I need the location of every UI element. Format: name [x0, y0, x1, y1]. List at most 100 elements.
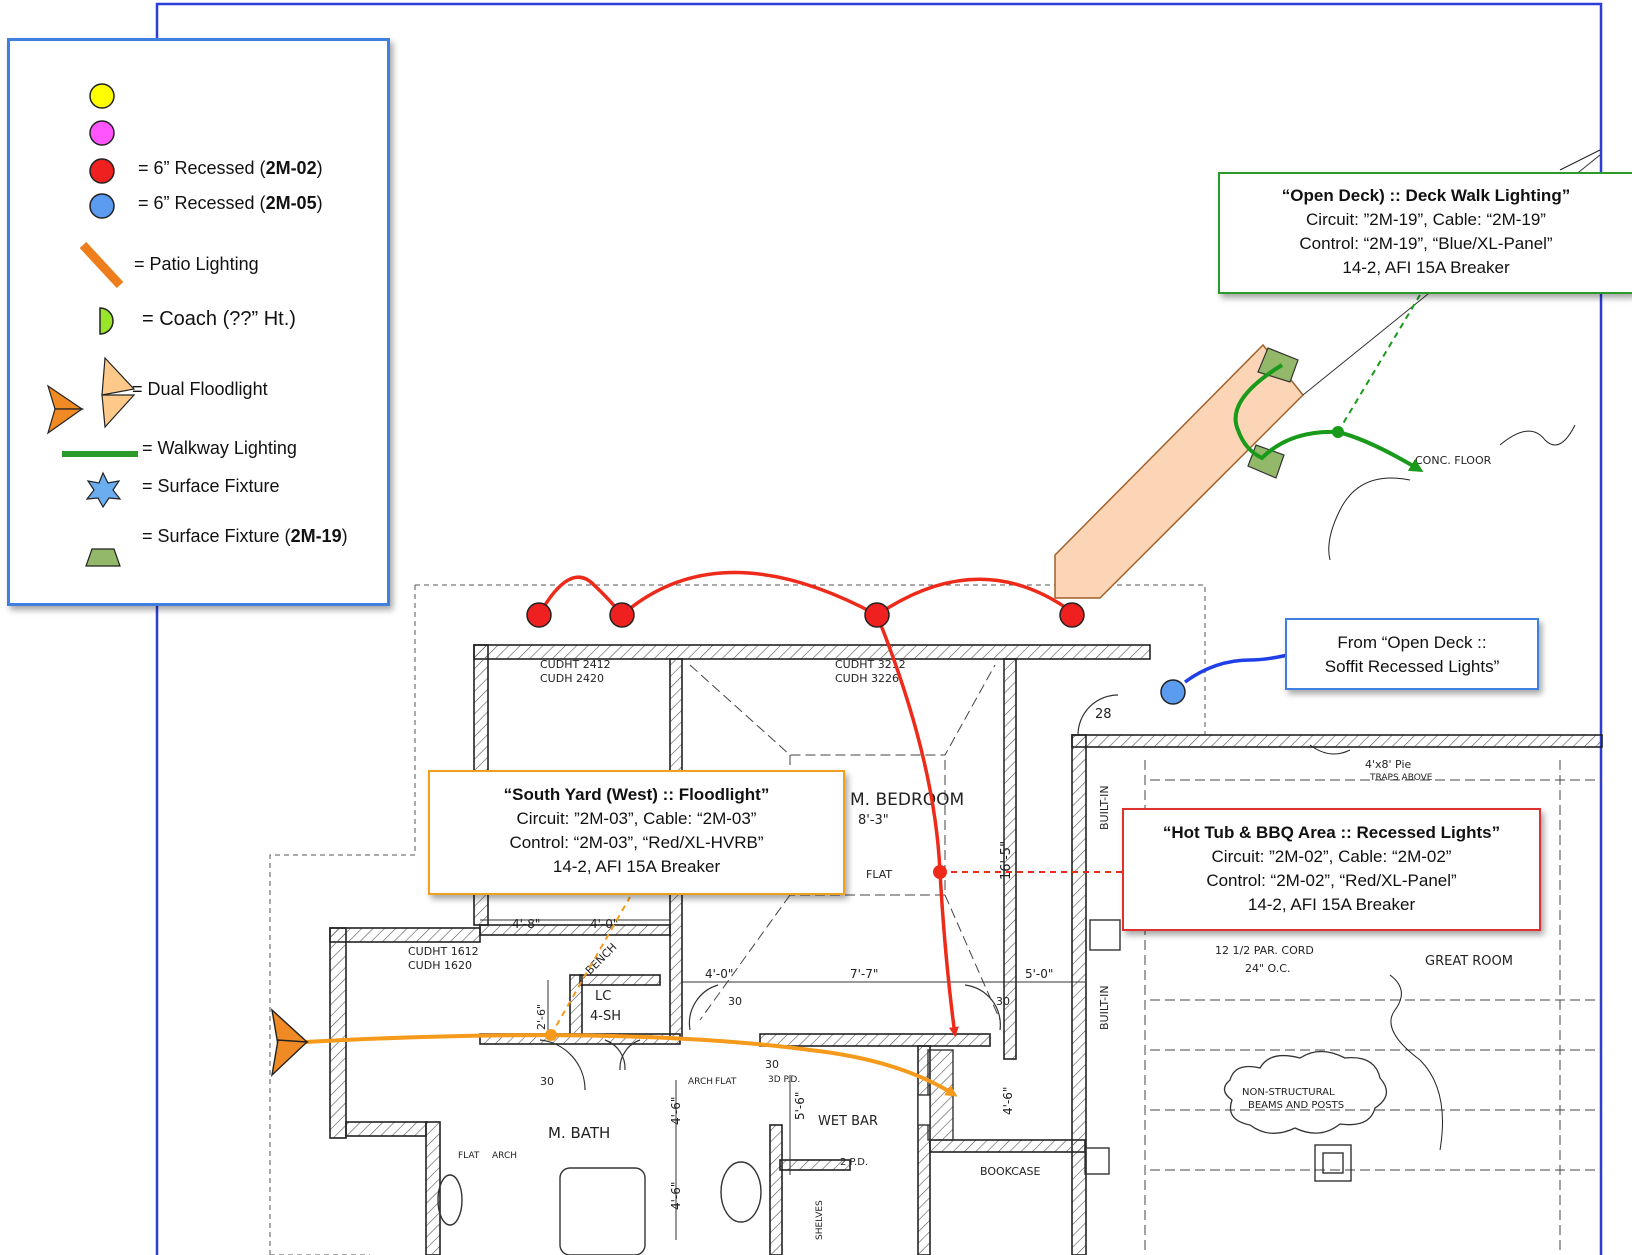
yellow-circle-icon — [89, 83, 115, 109]
legend-item-dual-floodlight: = Dual Floodlight — [132, 379, 268, 400]
surface-fixture-2m19 — [1247, 444, 1285, 479]
page-frame — [155, 2, 1603, 1255]
coach-half-circle-icon — [99, 307, 114, 335]
roof-line — [269, 584, 1206, 1255]
callout-line: 14-2, AFI 15A Breaker — [1247, 895, 1416, 914]
green-leader — [1337, 294, 1421, 433]
blue-circle-icon — [89, 193, 115, 219]
recessed-feed — [875, 614, 959, 1037]
recessed-circuit — [537, 570, 1074, 618]
plan-label: 16'-5" — [999, 841, 1014, 880]
plan-label: 4'-6" — [1001, 1087, 1015, 1115]
walkway-circuit — [1233, 363, 1424, 473]
plan-label: SHELVES — [815, 1200, 825, 1240]
callout-line: From “Open Deck :: — [1337, 633, 1487, 652]
plan-label: FLAT — [715, 1077, 737, 1087]
non-structural-cloud — [1223, 1050, 1387, 1134]
plan-label: 4'-0" — [705, 967, 733, 981]
plan-label: CUDH 1620 — [408, 959, 472, 972]
plan-label: WET BAR — [818, 1114, 878, 1129]
plan-label: 30 — [765, 1058, 779, 1071]
legend-text: = Surface Fixture — [142, 476, 280, 496]
legend-item-patio: = Patio Lighting — [134, 254, 259, 275]
legend: = 6” Recessed (2M-02) = 6” Recessed (2M-… — [7, 38, 390, 606]
legend-text: = Walkway Lighting — [142, 438, 297, 458]
dual-floodlight-icon — [46, 356, 136, 435]
callout-line: Control: “2M-03”, “Red/XL-HVRB” — [509, 833, 764, 852]
walls — [329, 644, 1603, 1255]
plan-label: 8'-3" — [858, 813, 889, 828]
plan-label: 4'x8' Pie — [1365, 758, 1411, 771]
callout-line: Soffit Recessed Lights” — [1324, 657, 1500, 676]
legend-item-recessed-2m05: = 6” Recessed (2M-05) — [138, 193, 323, 214]
bedroom-label: M. BEDROOM — [850, 790, 964, 810]
plan-label: 4-SH — [590, 1009, 621, 1024]
patio-deck — [1054, 343, 1305, 599]
soffit-feed — [1183, 647, 1304, 684]
plan-label: 28 — [1095, 707, 1112, 722]
plan-label: 2'-6" — [535, 1004, 548, 1030]
plan-label: 12 1/2 PAR. CORD — [1215, 944, 1314, 957]
callout-line: Circuit: ”2M-03”, Cable: “2M-03” — [516, 809, 757, 828]
plan-label: CUDHT 1612 — [408, 945, 479, 958]
trapezoid-icon — [85, 548, 121, 567]
plan-label: CUDH 3226 — [835, 672, 899, 685]
plan-label: 4'-6" — [669, 1097, 683, 1125]
recessed-lights-2m02 — [526, 602, 1085, 628]
legend-text: = Patio Lighting — [134, 254, 259, 274]
plan-label: 4'-8" — [512, 917, 540, 931]
dimension-lines — [480, 660, 1085, 1240]
plan-label: ARCH — [688, 1077, 713, 1087]
legend-text: = 6” Recessed (2M-02) — [138, 158, 323, 178]
callout-line: 14-2, AFI 15A Breaker — [552, 857, 721, 876]
plan-label: 7'-7" — [850, 967, 878, 981]
fixtures — [437, 919, 1352, 1255]
plan-label: TRAPS ABOVE — [1369, 773, 1433, 783]
star-icon — [85, 471, 122, 509]
plan-label: NON-STRUCTURAL — [1242, 1087, 1335, 1098]
plan-label: BUILT-IN — [1098, 985, 1111, 1030]
red-circle-icon — [89, 158, 115, 184]
callout-soffit: From “Open Deck :: Soffit Recessed Light… — [1285, 618, 1539, 690]
callout-line: Circuit: ”2M-02”, Cable: “2M-02” — [1211, 847, 1452, 866]
door-swings — [539, 694, 1119, 1091]
callout-open-deck: “Open Deck) :: Deck Walk Lighting” Circu… — [1218, 172, 1632, 294]
legend-item-surface: = Surface Fixture — [142, 476, 280, 497]
legend-item-walkway: = Walkway Lighting — [142, 438, 297, 459]
plan-label: CUDH 2420 — [540, 672, 604, 685]
orange-bar-icon — [79, 241, 124, 289]
plan-label: 24" O.C. — [1245, 962, 1290, 975]
callout-title: “Open Deck) :: Deck Walk Lighting” — [1281, 186, 1571, 205]
callout-line: Control: “2M-02”, “Red/XL-Panel” — [1206, 871, 1457, 890]
magenta-circle-icon — [89, 120, 115, 146]
plan-label: 3D P.D. — [768, 1075, 800, 1085]
plan-label: 2 P.D. — [840, 1157, 868, 1168]
plan-label: 4'-6" — [669, 1182, 683, 1210]
callout-south-yard: “South Yard (West) :: Floodlight” Circui… — [428, 770, 845, 895]
legend-item-coach: = Coach (??” Ht.) — [142, 308, 296, 331]
plan-label: 5'-0" — [1025, 967, 1053, 981]
plan-label: 30 — [540, 1075, 554, 1088]
plan-label: CONC. FLOOR — [1415, 454, 1492, 467]
plan-label: 30 — [996, 995, 1010, 1008]
plan-label: LC — [595, 989, 611, 1004]
plan-label: 4'-0" — [590, 917, 618, 931]
legend-text: = Dual Floodlight — [132, 379, 268, 399]
floodlight-circuit — [304, 1033, 958, 1097]
plan-label: 30 — [728, 995, 742, 1008]
callout-line: 14-2, AFI 15A Breaker — [1342, 258, 1510, 277]
plan-label: FLAT — [866, 868, 892, 881]
m-bath-label: M. BATH — [548, 1124, 610, 1142]
callout-line: Circuit: ”2M-19”, Cable: “2M-19” — [1306, 210, 1546, 229]
great-room-label: GREAT ROOM — [1425, 954, 1513, 969]
callout-hot-tub: “Hot Tub & BBQ Area :: Recessed Lights” … — [1122, 808, 1541, 931]
plan-label: ARCH — [492, 1151, 517, 1161]
callout-title: “South Yard (West) :: Floodlight” — [503, 785, 770, 804]
plan-label: CUDHT 3212 — [835, 658, 906, 671]
callout-title: “Hot Tub & BBQ Area :: Recessed Lights” — [1162, 823, 1501, 842]
legend-item-recessed-2m02: = 6” Recessed (2M-02) — [138, 158, 323, 179]
plan-label: CUDHT 2412 — [540, 658, 611, 671]
legend-item-surface-2m19: = Surface Fixture (2M-19) — [142, 526, 348, 547]
plan-label: BEAMS AND POSTS — [1248, 1100, 1344, 1111]
